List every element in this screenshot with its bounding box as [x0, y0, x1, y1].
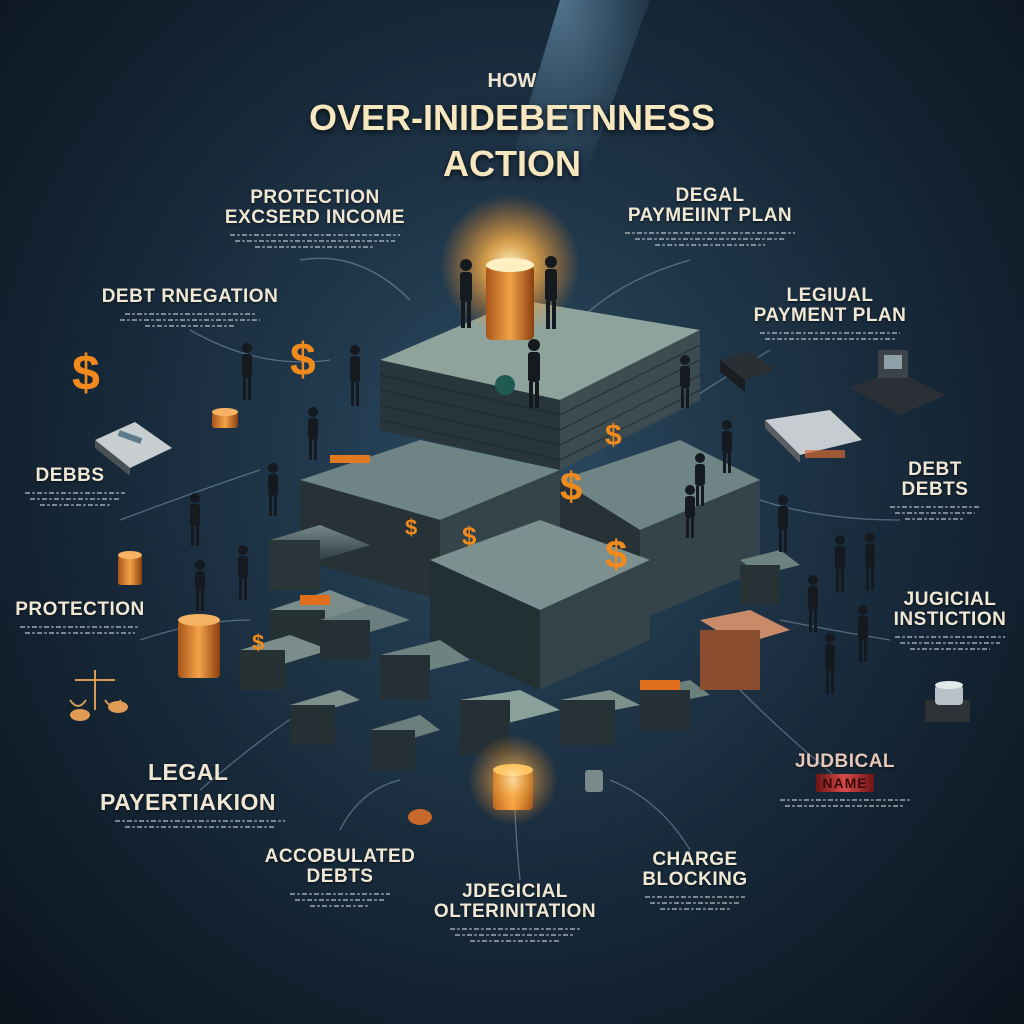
svg-text:$: $	[290, 333, 316, 385]
label-line-2: DEBTS	[901, 478, 969, 500]
caption-scribble	[115, 312, 265, 327]
newspaper-icon	[765, 410, 862, 463]
svg-text:$: $	[252, 630, 264, 655]
caption-scribble	[640, 895, 750, 910]
label-line-1: LEGIUAL	[786, 285, 874, 306]
briefcase-icon	[720, 352, 775, 392]
svg-text:$: $	[462, 521, 477, 551]
calculator-icon	[95, 422, 172, 476]
label-line-1: DEGAL	[675, 185, 745, 206]
caption-scribble	[225, 233, 405, 248]
label-debt-debts: DEBT DEBTS	[875, 460, 995, 520]
title-kicker: HOW	[487, 70, 537, 92]
caption-scribble	[755, 331, 905, 340]
label-degal-payment-plan: DEGAL PAYMEIINT PLAN	[610, 186, 810, 246]
label-line-2: PAYMENT PLAN	[753, 304, 907, 326]
caption-scribble	[445, 927, 585, 942]
title-line-2: ACTION	[443, 143, 581, 185]
label-line-2: DEBTS	[306, 865, 374, 887]
cash-register-icon	[850, 350, 945, 415]
label-line-1: CHARGE	[652, 849, 738, 870]
label-line-2: OLTERINITATION	[433, 900, 597, 922]
label-line-1: JUGICIAL	[903, 589, 997, 610]
label-jugicial-instiction: JUGICIAL INSTICTION	[880, 590, 1020, 650]
glowing-coin-stack	[440, 195, 580, 825]
page-title: OVER-INIDEBETNNESS ACTION	[262, 95, 762, 187]
label-charge-blocking: CHARGE BLOCKING	[625, 850, 765, 910]
label-line-1: DEBT RNEGATION	[101, 286, 279, 307]
caption-scribble	[285, 892, 395, 907]
caption-scribble	[885, 505, 985, 520]
svg-text:$: $	[405, 515, 417, 540]
caption-scribble	[15, 625, 145, 634]
caption-scribble	[110, 820, 290, 829]
money-stacks	[240, 300, 800, 770]
dollar-sign-icons: $ $ $ $ $ $ $ $	[72, 333, 627, 655]
label-line-2: PAYMEIINT PLAN	[627, 204, 793, 226]
coin-box-icon	[925, 681, 970, 722]
caption-scribble	[775, 798, 915, 807]
svg-text:$: $	[72, 345, 100, 401]
label-protection-income: PROTECTION EXCSERD INCOME	[215, 188, 415, 248]
caption-scribble	[20, 491, 130, 506]
label-line-2: EXCSERD INCOME	[224, 206, 406, 228]
label-line-2: BLOCKING	[642, 868, 748, 890]
label-line-1: LEGAL	[148, 759, 229, 785]
label-line-2: INSTICTION	[893, 608, 1007, 630]
label-legal-payertiakion: LEGAL PAYERTIAKION	[100, 759, 300, 829]
svg-text:$: $	[560, 465, 582, 509]
label-accobulated-debts: ACCOBULATED DEBTS	[260, 847, 420, 907]
svg-text:$: $	[605, 419, 622, 452]
caption-scribble	[890, 635, 1010, 650]
businessperson-figures	[190, 256, 875, 694]
label-jdegicial-olterinitation: JDEGICIAL OLTERINITATION	[425, 882, 605, 942]
title-line-1: OVER-INIDEBETNNESS	[308, 97, 716, 138]
label-line-1: DEBBS	[35, 465, 105, 486]
label-debbs: DEBBS	[20, 465, 125, 506]
label-line-1: PROTECTION	[250, 187, 380, 208]
status-badge: NAME	[816, 773, 874, 792]
label-line-1: JDEGICIAL	[462, 881, 568, 902]
svg-text:$: $	[605, 533, 627, 577]
label-debt-rnegation: DEBT RNEGATION	[95, 287, 285, 327]
label-protection: PROTECTION	[5, 600, 155, 634]
label-line-1: ACCOBULATED	[264, 846, 416, 867]
label-legiual-payment-plan: LEGIUAL PAYMENT PLAN	[735, 286, 925, 340]
label-line-2: PAYERTIAKION	[100, 789, 276, 816]
label-judbical: JUDBICAL NAME	[770, 752, 920, 807]
caption-scribble	[620, 231, 800, 246]
label-line-1: DEBT	[908, 459, 962, 480]
label-line-1: JUDBICAL	[794, 751, 896, 772]
label-line-1: PROTECTION	[15, 599, 145, 620]
